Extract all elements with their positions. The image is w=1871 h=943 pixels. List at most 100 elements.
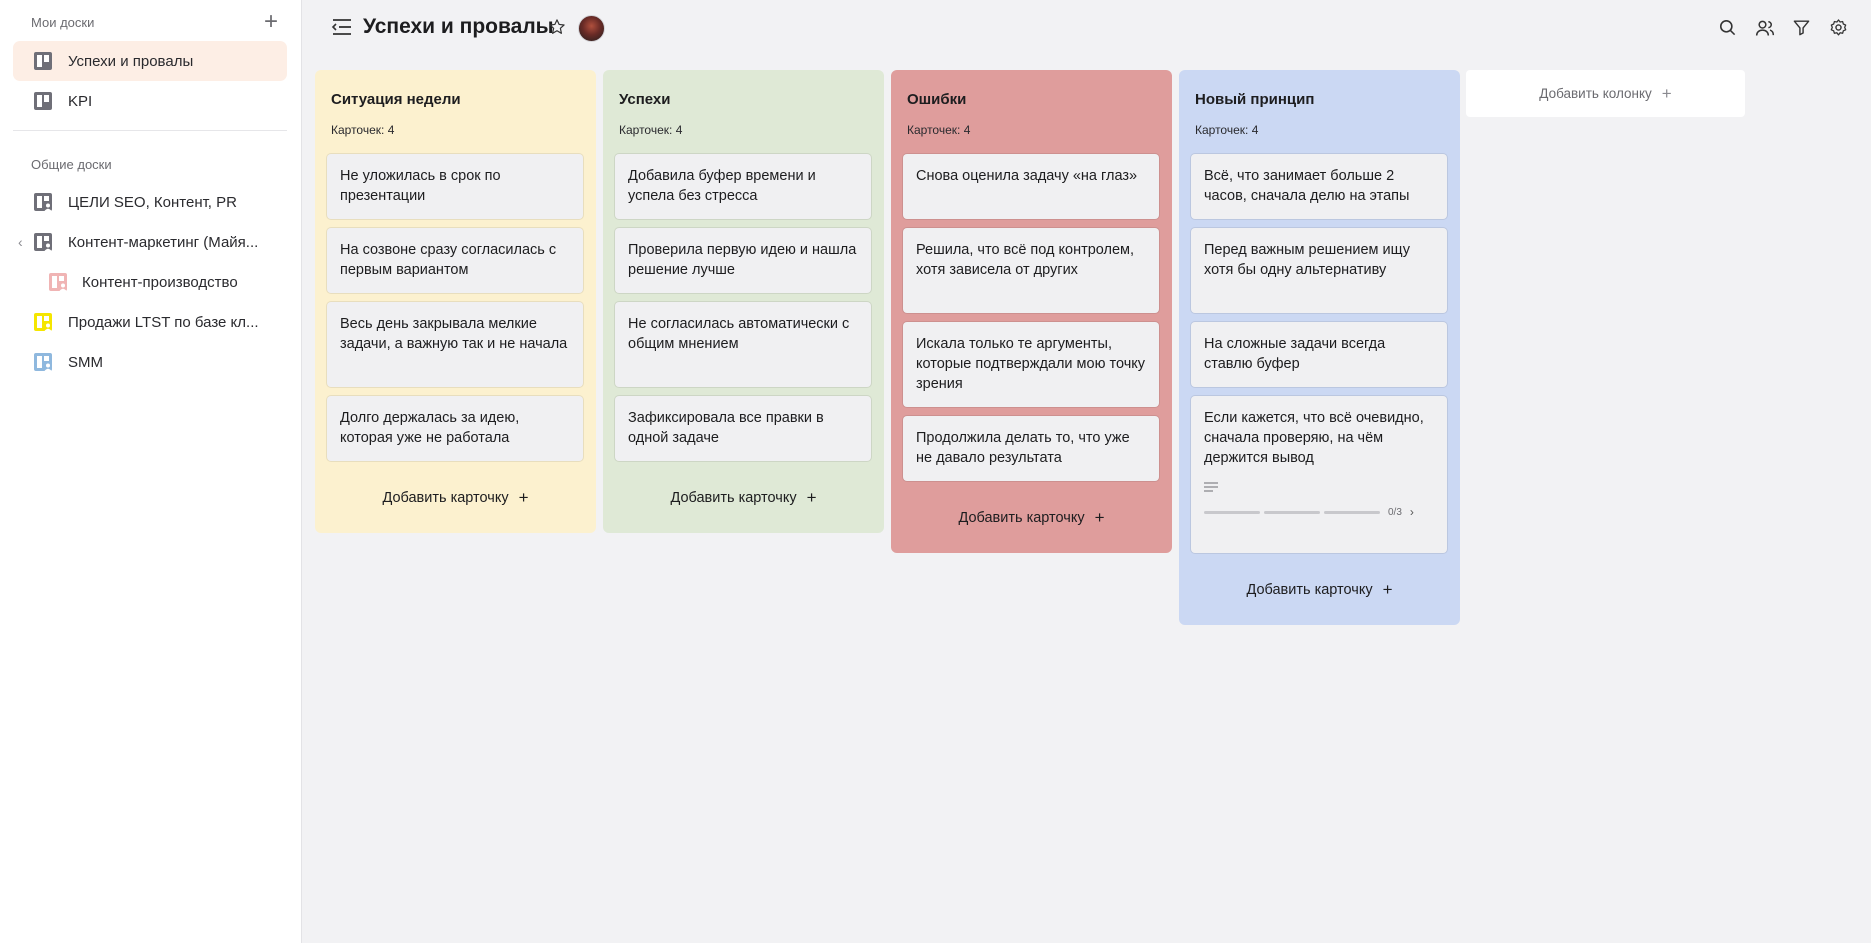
card-count-value: 4 (963, 123, 971, 137)
card-text: Добавила буфер времени и успела без стре… (628, 168, 816, 204)
checklist-count: 0/3 (1388, 506, 1402, 518)
card[interactable]: Искала только те аргументы, которые подт… (903, 322, 1159, 407)
card-count: Карточек: 4 (1195, 123, 1258, 137)
card-text: Перед важным решением ищу хотя бы одну а… (1204, 242, 1410, 278)
members-button[interactable] (1754, 17, 1775, 38)
shared-board-icon (34, 233, 53, 257)
card-text: Не согласилась автоматически с общим мне… (628, 316, 850, 352)
search-button[interactable] (1717, 17, 1738, 38)
sidebar-item-smm[interactable]: SMM (13, 342, 287, 382)
card-count: Карточек: 4 (331, 123, 394, 137)
add-column-button[interactable]: Добавить колонку + (1466, 70, 1745, 117)
add-card-label: Добавить карточку (382, 490, 509, 506)
column-title: Новый принцип (1195, 91, 1315, 108)
checklist-progress[interactable]: 0/3 › (1204, 505, 1434, 519)
card[interactable]: Проверила первую идею и нашла решение лу… (615, 228, 871, 293)
card[interactable]: Весь день закрывала мелкие задачи, а важ… (327, 302, 583, 387)
page-title: Успехи и провалы (363, 15, 554, 38)
card-text: Искала только те аргументы, которые подт… (916, 336, 1146, 392)
settings-button[interactable] (1828, 17, 1849, 38)
plus-icon: + (1661, 83, 1672, 103)
card-text: Зафиксировала все правки в одной задаче (628, 410, 824, 446)
board-header: Успехи и провалы (303, 0, 1871, 56)
add-card-button[interactable]: Добавить карточку + (603, 483, 884, 513)
card-count-label: Карточек: (619, 123, 676, 137)
card-count-value: 4 (387, 123, 395, 137)
column-successes: Успехи Карточек: 4 Добавила буфер времен… (603, 70, 884, 533)
checklist-segment (1264, 510, 1320, 514)
card[interactable]: На сложные задачи всегда ставлю буфер (1191, 322, 1447, 387)
card[interactable]: Если кажется, что всё очевидно, сначала … (1191, 396, 1447, 553)
card[interactable]: Продолжила делать то, что уже не давало … (903, 416, 1159, 481)
shared-board-icon (34, 313, 53, 337)
sidebar-divider (13, 130, 287, 131)
menu-collapse-icon (331, 19, 351, 35)
card[interactable]: Не согласилась автоматически с общим мне… (615, 302, 871, 387)
card-text: Долго держалась за идею, которая уже не … (340, 410, 520, 446)
column-title: Ошибки (907, 91, 967, 108)
sidebar-item-label: SMM (68, 353, 103, 371)
card[interactable]: Зафиксировала все правки в одной задаче (615, 396, 871, 461)
card[interactable]: Долго держалась за идею, которая уже не … (327, 396, 583, 461)
card-count-value: 4 (675, 123, 683, 137)
header-actions (1717, 17, 1849, 38)
card-count-label: Карточек: (907, 123, 964, 137)
sidebar-item-label: Продажи LTST по базе кл... (68, 313, 259, 331)
favorite-button[interactable] (548, 18, 566, 36)
add-card-label: Добавить карточку (670, 490, 797, 506)
column-title: Успехи (619, 91, 671, 108)
sidebar-item-label: KPI (68, 92, 93, 110)
my-boards-header: Мои доски + (31, 8, 281, 35)
add-card-label: Добавить карточку (958, 510, 1085, 526)
card-text: Весь день закрывала мелкие задачи, а важ… (340, 316, 568, 352)
plus-icon: + (1094, 508, 1105, 527)
plus-icon: + (806, 488, 817, 507)
plus-icon: + (1382, 580, 1393, 599)
checklist-segment (1324, 510, 1380, 514)
sidebar-item-seo[interactable]: ЦЕЛИ SEO, Контент, PR (13, 182, 287, 222)
card-text: Продолжила делать то, что уже не давало … (916, 430, 1130, 466)
add-card-label: Добавить карточку (1246, 582, 1373, 598)
card-count-label: Карточек: (1195, 123, 1252, 137)
shared-board-icon (34, 353, 53, 377)
column-situation: Ситуация недели Карточек: 4 Не уложилась… (315, 70, 596, 533)
users-icon (1755, 20, 1774, 36)
description-icon (1204, 481, 1220, 493)
sidebar-item-content-production[interactable]: Контент-производство (13, 262, 287, 302)
shared-board-icon (34, 193, 53, 217)
add-card-button[interactable]: Добавить карточку + (1179, 575, 1460, 605)
column-title: Ситуация недели (331, 91, 461, 108)
card-count: Карточек: 4 (907, 123, 970, 137)
card[interactable]: Добавила буфер времени и успела без стре… (615, 154, 871, 219)
card[interactable]: Всё, что занимает больше 2 часов, сначал… (1191, 154, 1447, 219)
sidebar-item-content-marketing[interactable]: ‹ Контент-маркетинг (Майя... (13, 222, 287, 262)
collapse-sidebar-button[interactable] (331, 16, 355, 38)
add-card-button[interactable]: Добавить карточку+ (315, 483, 596, 513)
add-card-button[interactable]: Добавить карточку + (891, 503, 1172, 533)
avatar[interactable] (578, 15, 605, 42)
sidebar-item-label: Контент-маркетинг (Майя... (68, 233, 259, 251)
card[interactable]: Перед важным решением ищу хотя бы одну а… (1191, 228, 1447, 313)
add-board-button[interactable]: + (263, 8, 278, 35)
sidebar-item-label: Контент-производство (82, 273, 238, 291)
card[interactable]: На созвоне сразу согласилась с первым ва… (327, 228, 583, 293)
chevron-right-icon[interactable]: › (1409, 505, 1414, 519)
sidebar-item-kpi[interactable]: KPI (13, 81, 287, 121)
card-text: Всё, что занимает больше 2 часов, сначал… (1204, 168, 1410, 204)
card[interactable]: Не уложилась в срок по презентации (327, 154, 583, 219)
filter-icon (1793, 20, 1810, 36)
sidebar-item-label: Успехи и провалы (68, 52, 194, 70)
column-mistakes: Ошибки Карточек: 4 Снова оценила задачу … (891, 70, 1172, 553)
card[interactable]: Снова оценила задачу «на глаз» (903, 154, 1159, 219)
column-new-principle: Новый принцип Карточек: 4 Всё, что заним… (1179, 70, 1460, 625)
board-icon (34, 52, 52, 75)
chevron-left-icon[interactable]: ‹ (18, 234, 23, 250)
sidebar-item-uspehi[interactable]: Успехи и провалы (13, 41, 287, 81)
card-text: Если кажется, что всё очевидно, сначала … (1204, 410, 1424, 466)
sidebar-item-sales[interactable]: Продажи LTST по базе кл... (13, 302, 287, 342)
card[interactable]: Решила, что всё под контролем, хотя зави… (903, 228, 1159, 313)
card-count: Карточек: 4 (619, 123, 682, 137)
card-text: Решила, что всё под контролем, хотя зави… (916, 242, 1135, 278)
card-text: На сложные задачи всегда ставлю буфер (1204, 336, 1386, 372)
filter-button[interactable] (1791, 17, 1812, 38)
